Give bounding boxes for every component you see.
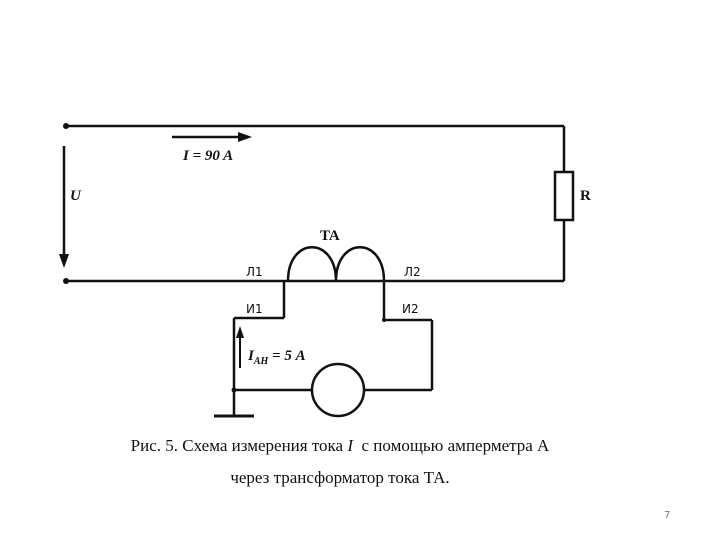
resistor-symbol xyxy=(553,170,575,222)
resistor-label: R xyxy=(580,188,591,204)
caption-prefix: Рис. 5. Схема измерения тока xyxy=(130,436,348,455)
terminal-label-i2: И2 xyxy=(402,302,419,316)
figure-caption-line-1: Рис. 5. Схема измерения тока I с помощью… xyxy=(60,436,620,456)
terminal-label-l2: Л2 xyxy=(404,265,421,279)
current-label: I = 90 A xyxy=(182,148,233,164)
caption-variable: I xyxy=(347,436,354,455)
caption-suffix: с помощью амперметра А xyxy=(353,436,550,455)
voltage-label: U xyxy=(70,188,82,204)
secondary-current-value: = 5 А xyxy=(268,348,305,364)
secondary-current-subscript: АН xyxy=(253,356,270,367)
figure-caption-line-2: через трансформатор тока ТА. xyxy=(230,468,450,487)
transformer-coil xyxy=(286,246,386,282)
junction-dot-i2 xyxy=(382,318,386,322)
terminal-label-l1: Л1 xyxy=(246,265,263,279)
secondary-current-label: IАН = 5 А xyxy=(247,348,306,367)
junction-dot-ground xyxy=(231,387,237,393)
terminal-dot-top-left xyxy=(63,123,69,129)
ammeter-symbol xyxy=(310,362,366,418)
secondary-arrow-head xyxy=(236,326,244,338)
transformer-label: TA xyxy=(320,228,340,244)
page-number: 7 xyxy=(664,510,671,521)
terminal-label-i1: И1 xyxy=(246,302,263,316)
secondary-current-main: I xyxy=(247,348,255,364)
voltage-arrow-head xyxy=(59,254,69,268)
terminal-dot-bottom-left xyxy=(63,278,69,284)
current-arrow-head xyxy=(238,132,252,142)
